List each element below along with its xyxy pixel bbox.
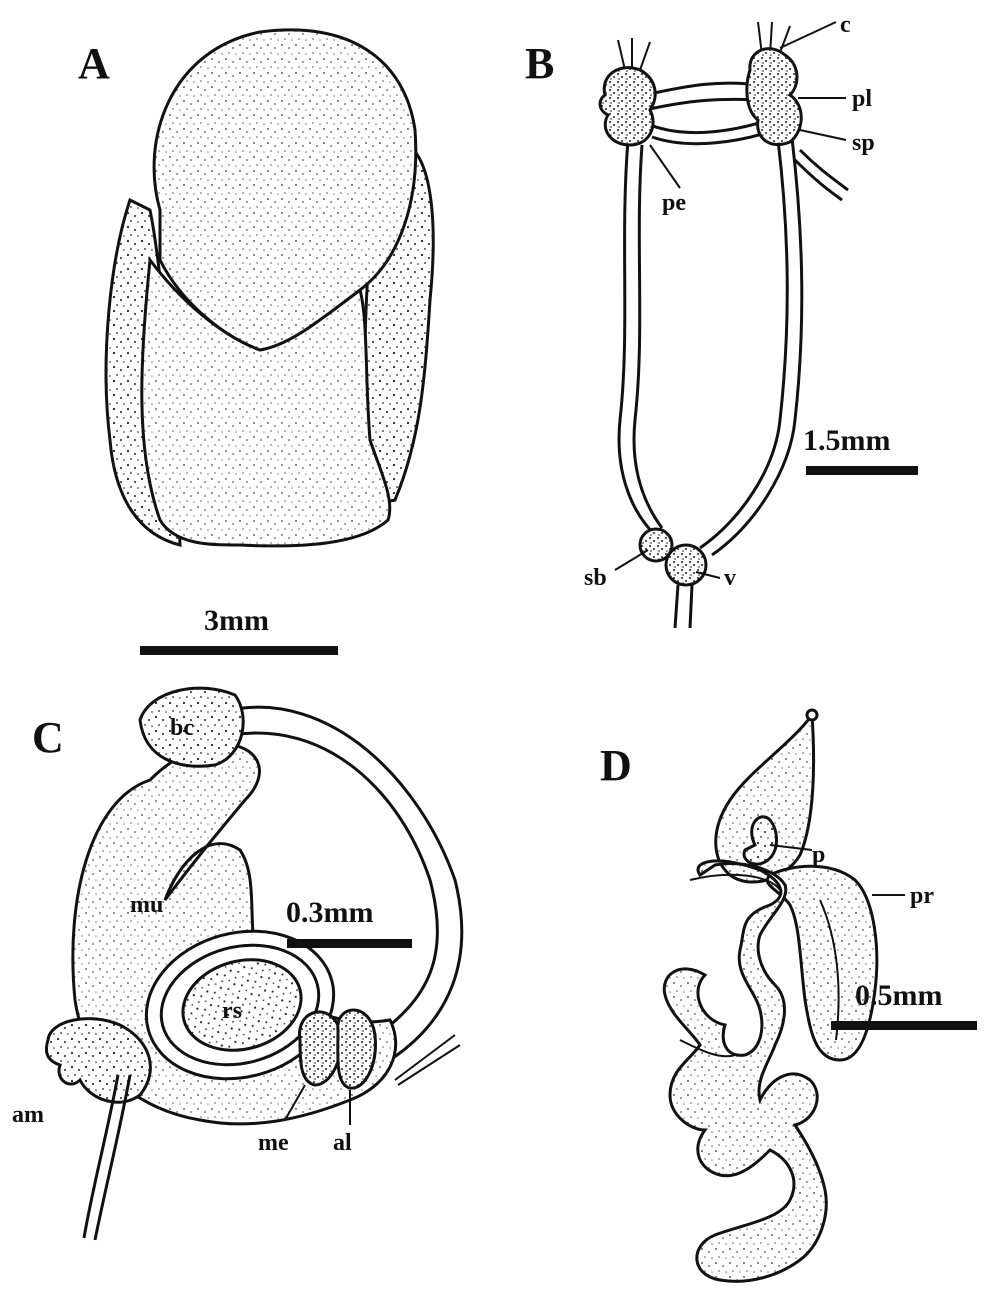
label-pe: pe	[662, 190, 686, 216]
panel-a-scalebar	[140, 646, 338, 655]
label-pl: pl	[852, 86, 872, 112]
label-am: am	[12, 1102, 44, 1128]
panel-a-scale-text: 3mm	[204, 604, 269, 637]
panel-c-scalebar	[287, 939, 412, 948]
label-mu: mu	[130, 892, 163, 918]
panel-b-scalebar	[806, 466, 918, 475]
panel-c-reproductive-system	[46, 688, 461, 1240]
panel-a: A 3mm	[78, 30, 433, 655]
panel-a-letter: A	[78, 39, 110, 88]
panel-d-penis-complex	[664, 710, 877, 1281]
label-v: v	[724, 565, 736, 591]
label-p: p	[812, 842, 825, 868]
panel-b-scale-text: 1.5mm	[803, 424, 890, 457]
panel-d-scalebar	[831, 1021, 977, 1030]
label-al: al	[333, 1130, 352, 1156]
label-sp: sp	[852, 130, 875, 156]
panel-d-letter: D	[600, 741, 632, 790]
panel-c-scale-text: 0.3mm	[286, 896, 373, 929]
panel-b-letter: B	[525, 39, 554, 88]
panel-b-nerve-ring	[600, 22, 848, 628]
label-me: me	[258, 1130, 289, 1156]
panel-c: C	[12, 688, 462, 1240]
panel-c-letter: C	[32, 713, 64, 762]
panel-d-scale-text: 0.5mm	[855, 979, 942, 1012]
label-pr: pr	[910, 883, 934, 909]
label-rs: rs	[222, 998, 242, 1024]
panel-d: D p pr 0.5mm	[600, 710, 977, 1281]
label-c: c	[840, 12, 851, 38]
label-bc: bc	[170, 715, 194, 741]
label-sb: sb	[584, 565, 607, 591]
panel-b: B	[525, 12, 918, 628]
panel-a-body	[106, 30, 433, 546]
